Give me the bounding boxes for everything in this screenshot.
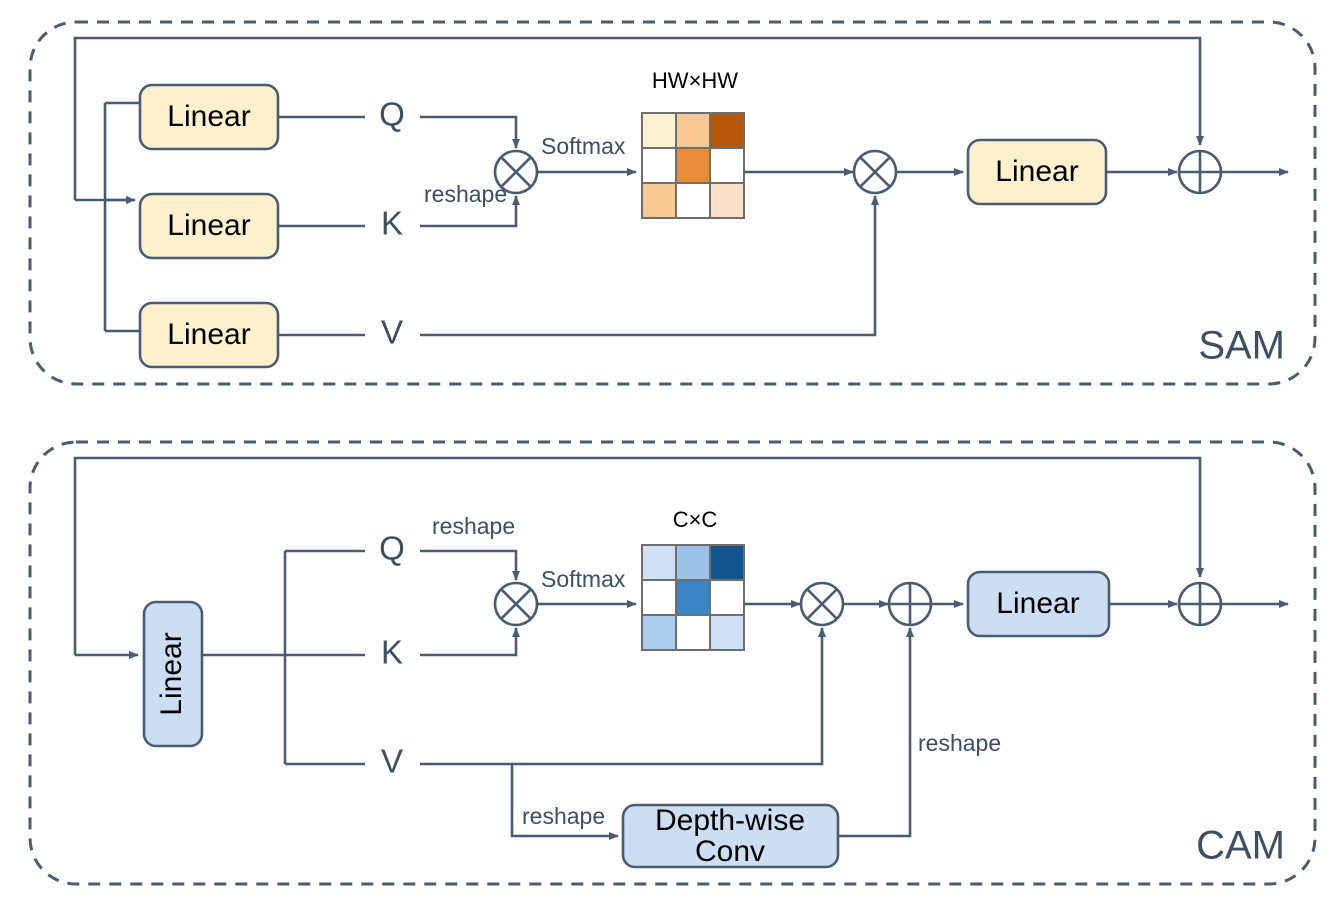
cam-module: Linear Q K V reshape Softmax C×C xyxy=(28,440,1317,886)
cam-reshape-v-label: reshape xyxy=(522,803,605,829)
cam-depthwise-conv-block[interactable]: Depth-wise Conv xyxy=(621,803,840,869)
sam-dashed-container xyxy=(28,20,1317,386)
cam-residual-wire xyxy=(73,456,1204,655)
sam-residual-wire xyxy=(73,36,1204,200)
sam-module: Linear Linear Linear Q K V reshape xyxy=(28,20,1317,386)
cam-v-to-conv-wire xyxy=(420,762,619,840)
sam-linear-k-label: Linear xyxy=(167,209,250,242)
sam-k-to-matmul-wire xyxy=(420,195,520,228)
sam-linear-q-label: Linear xyxy=(167,100,250,133)
cam-signal-q: Q xyxy=(379,530,405,567)
sam-softmax-label: Softmax xyxy=(541,133,626,159)
sam-linear-out-block[interactable]: Linear xyxy=(966,138,1108,206)
cam-attention-matrix xyxy=(641,544,745,651)
cam-module-name: CAM xyxy=(1196,824,1285,868)
sam-signal-q: Q xyxy=(379,96,405,133)
sam-linear-v-block[interactable]: Linear xyxy=(138,301,280,369)
sam-module-name: SAM xyxy=(1198,324,1285,368)
cam-q-to-matmul-wire xyxy=(420,549,520,581)
sam-reshape-k-label: reshape xyxy=(424,181,507,207)
sam-attention-matrix xyxy=(641,112,745,219)
cam-linear-in-block[interactable]: Linear xyxy=(142,600,204,748)
sam-matmul-av-operator xyxy=(852,149,898,195)
sam-add-residual-operator xyxy=(1177,149,1223,195)
cam-linear-in-label: Linear xyxy=(155,632,188,715)
cam-linear-in-shape xyxy=(142,600,204,748)
sam-linear-q-block[interactable]: Linear xyxy=(138,83,280,151)
sam-linear-out-label: Linear xyxy=(995,155,1078,188)
cam-v-to-matmul-wire xyxy=(512,627,826,766)
sam-signal-v: V xyxy=(381,314,403,351)
cam-dashed-container xyxy=(28,440,1317,886)
cam-add-conv-operator xyxy=(887,581,933,627)
cam-linear-out-block[interactable]: Linear xyxy=(966,570,1111,638)
cam-softmax-label: Softmax xyxy=(541,566,626,592)
cam-matmul-av-operator xyxy=(799,581,845,627)
sam-matmul-qk-operator xyxy=(493,149,539,195)
cam-reshape-conv-label: reshape xyxy=(918,730,1001,756)
cam-signal-v: V xyxy=(381,743,403,780)
sam-q-to-matmul-wire xyxy=(420,115,520,149)
sam-linear-k-block[interactable]: Linear xyxy=(138,192,280,260)
sam-v-to-matmul-wire xyxy=(420,195,879,337)
cam-matrix-caption: C×C xyxy=(673,507,718,532)
cam-depthwise-conv-label-line2: Conv xyxy=(695,835,765,868)
cam-linear-out-label: Linear xyxy=(996,587,1079,620)
cam-conv-to-add-wire xyxy=(838,627,914,838)
cam-add-residual-operator xyxy=(1177,581,1223,627)
sam-matrix-caption: HW×HW xyxy=(652,68,738,93)
sam-linear-v-label: Linear xyxy=(167,318,250,351)
cam-signal-k: K xyxy=(381,634,403,671)
cam-matmul-qk-operator xyxy=(493,581,539,627)
sam-signal-k: K xyxy=(381,205,403,242)
cam-k-to-matmul-wire xyxy=(420,627,520,657)
cam-reshape-q-label: reshape xyxy=(432,513,515,539)
cam-depthwise-conv-label-line1: Depth-wise xyxy=(655,804,805,837)
